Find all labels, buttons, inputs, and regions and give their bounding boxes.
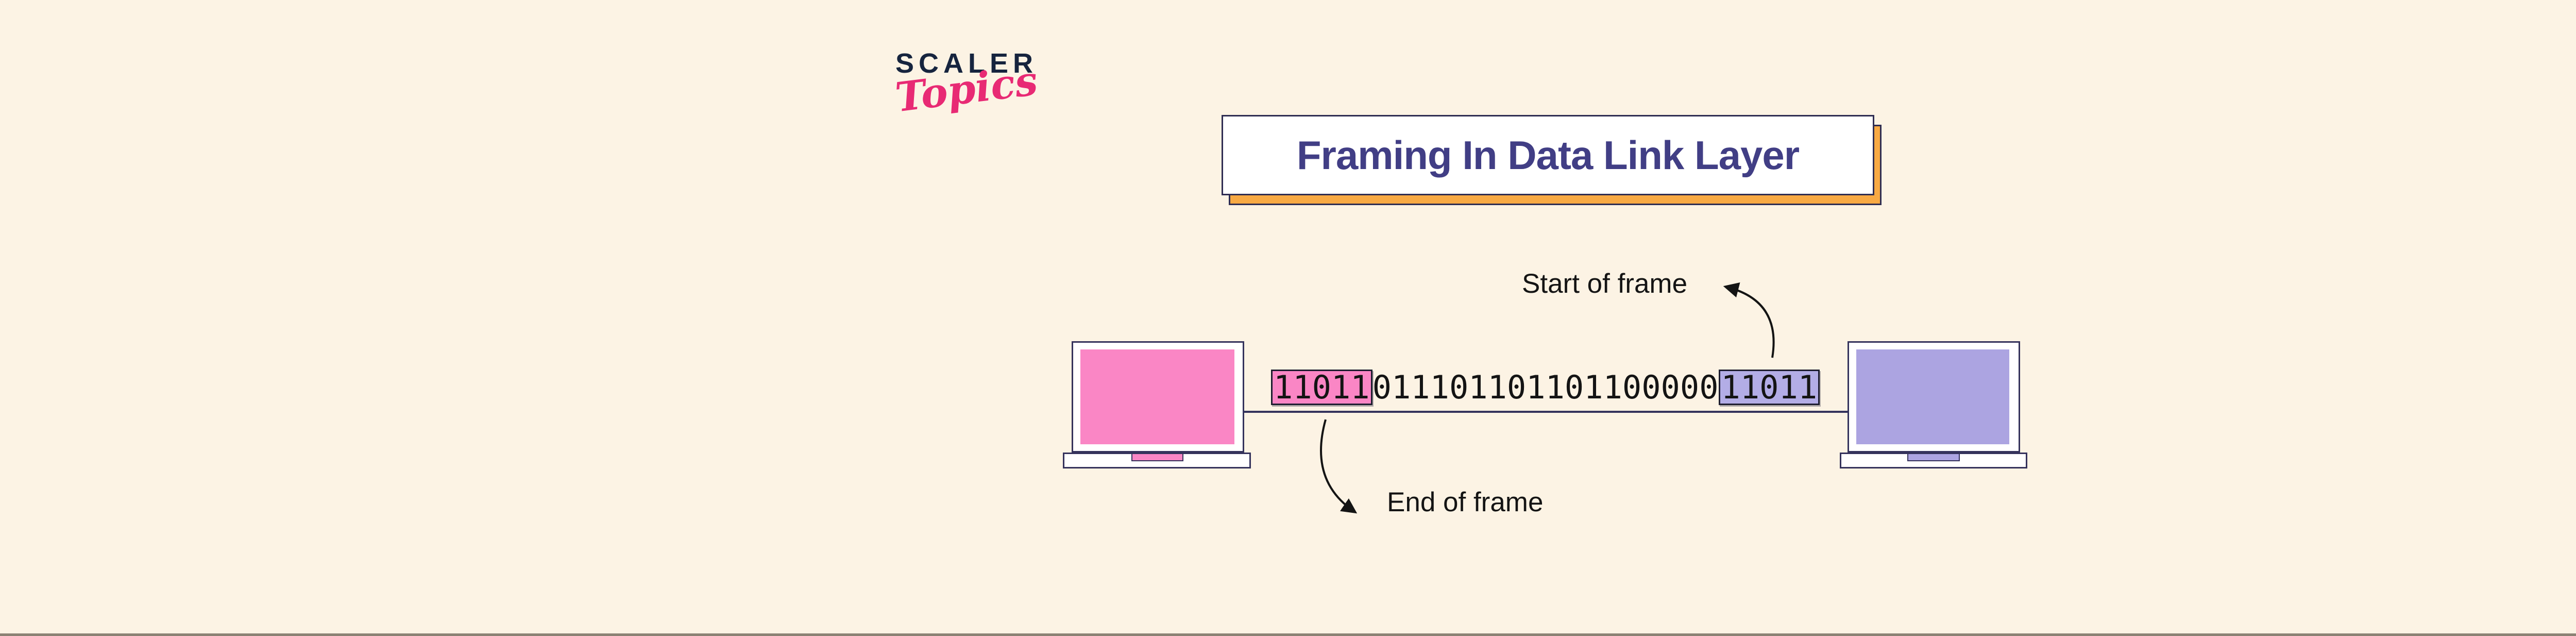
frame-bit-stream: 11011 011101101101100000 11011 — [1271, 370, 1820, 405]
start-of-frame-label: Start of frame — [1522, 269, 1688, 299]
receiver-computer-icon — [1848, 341, 2020, 453]
end-of-frame-label: End of frame — [1387, 487, 1544, 517]
title-banner: Framing In Data Link Layer — [1222, 115, 1874, 195]
sender-computer-icon — [1072, 341, 1244, 453]
window-bottom-edge — [0, 633, 2576, 636]
page-title: Framing In Data Link Layer — [1296, 132, 1800, 178]
start-of-frame-arrow — [1723, 282, 1775, 358]
receiver-screen — [1856, 349, 2009, 444]
start-of-frame-flag: 11011 — [1718, 370, 1820, 405]
transmission-wire — [1244, 411, 1848, 413]
end-of-frame-flag: 11011 — [1271, 370, 1372, 405]
sender-computer-notch — [1131, 453, 1183, 461]
end-of-frame-arrow — [1320, 419, 1358, 514]
scaler-topics-logo: SCALER Topics — [893, 48, 1040, 121]
frame-payload-bits: 011101101101100000 — [1372, 369, 1719, 406]
sender-screen — [1080, 349, 1234, 444]
receiver-computer-notch — [1907, 453, 1960, 461]
logo-brand-text: SCALER — [895, 48, 1038, 79]
